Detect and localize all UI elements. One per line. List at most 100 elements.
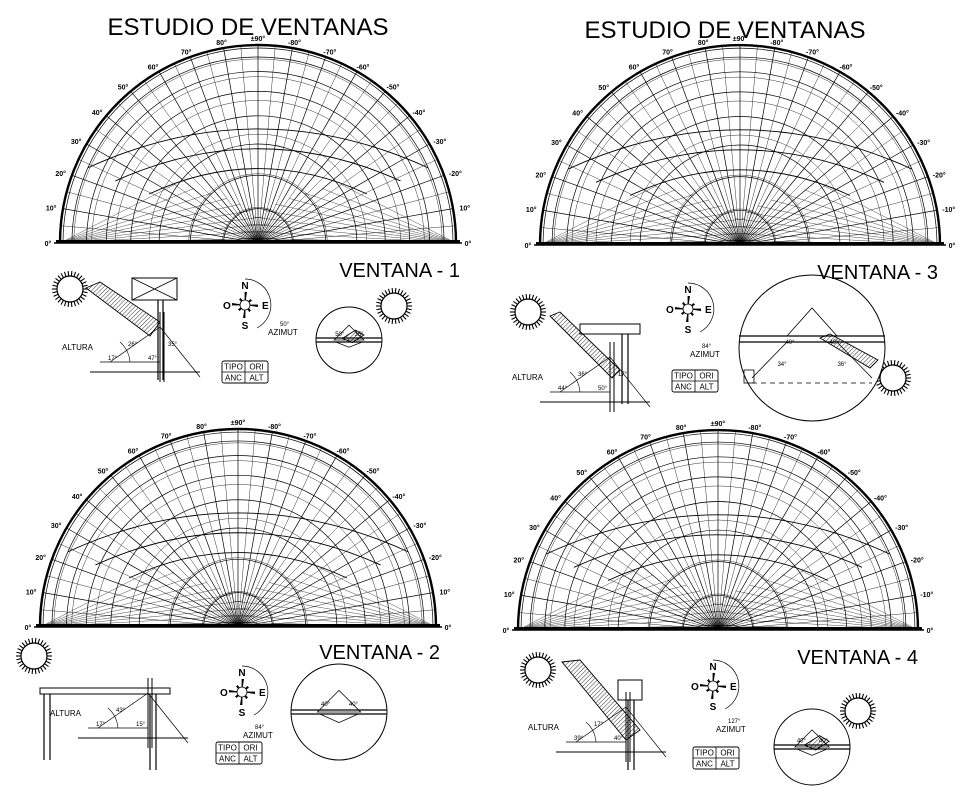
sun-ray (904, 382, 910, 386)
sun-ray (528, 294, 531, 300)
sun-ray (534, 322, 538, 328)
azimut-label: AZIMUT (243, 731, 273, 740)
sun-disc (844, 697, 872, 725)
compass-s: S (242, 321, 249, 332)
sun-ray (528, 324, 531, 330)
altitude-tick-left: 70° (640, 433, 651, 441)
azimuth-line (625, 81, 741, 246)
baseline-bar (36, 624, 440, 627)
altitude-tick-right: 10° (440, 589, 451, 597)
sun-ray (400, 316, 404, 322)
fan-line (735, 590, 919, 631)
azimuth-line (520, 594, 719, 631)
sun-ray (63, 271, 67, 277)
plan-view-circle: 40°40° (290, 663, 388, 761)
compass-point (242, 678, 244, 692)
azimut-value: 84° (255, 725, 265, 731)
altitude-tick-left: 60° (607, 449, 618, 457)
sun-path-curve (87, 128, 429, 169)
sun-ray (893, 390, 896, 396)
compass-point (699, 684, 713, 686)
fan-line (713, 603, 919, 631)
sun-ray (899, 362, 903, 368)
table-cell-ori: ORI (243, 744, 257, 753)
table-cell-alt: ALT (699, 383, 713, 392)
azimuth-line (739, 130, 904, 246)
sun-ray (531, 294, 535, 300)
sun-ray (869, 715, 875, 719)
azimuth-line (95, 129, 259, 244)
altitude-tick-left: 10° (504, 591, 515, 599)
sun-disc (879, 364, 907, 392)
sun-ray (876, 382, 882, 386)
azimuth-line (717, 561, 907, 631)
sun-ray (404, 313, 409, 318)
sun-ray (869, 703, 875, 707)
sun-ray (81, 281, 87, 285)
sun-ray (391, 318, 394, 324)
azimuth-line (257, 129, 421, 244)
sun-ray (44, 663, 49, 668)
compass-e: E (730, 682, 737, 693)
sun-ray (513, 319, 518, 324)
azimuth-line (598, 103, 741, 246)
compass-n: N (709, 662, 716, 673)
sun-ray (397, 318, 401, 324)
sun-path-curve (545, 514, 891, 555)
fan-line (765, 579, 919, 631)
sun-ray (16, 651, 22, 654)
sun-ray (42, 665, 47, 670)
sun-ray (848, 721, 852, 727)
azimuth-line (739, 103, 882, 246)
altitude-tick-left: 0° (45, 240, 52, 248)
sun-ray (878, 385, 883, 390)
azimuth-line (576, 488, 719, 631)
sun-ray (521, 294, 525, 300)
altitude-tick-right: -70° (784, 433, 797, 441)
sun-path-diagram: 0°0°10°-10°20°-20°30°-30°40°-40°50°-50°6… (503, 420, 934, 635)
sun-path-diagram: 0°0°10°10°20°-20°30°-30°40°-40°50°-50°60… (45, 35, 472, 248)
ray-line (575, 706, 627, 743)
azimuth-line (717, 456, 819, 631)
altitude-tick-left: 80° (676, 424, 687, 432)
fan-line (59, 210, 253, 244)
altitude-tick-left: 80° (216, 39, 227, 47)
sun-path-curve (128, 552, 348, 579)
azimuth-line (257, 115, 410, 244)
azimuth-line (739, 45, 758, 246)
sun-ray (848, 695, 852, 701)
azimuth-line (237, 513, 401, 628)
sun-ray (540, 307, 546, 310)
sun-ray (886, 360, 890, 366)
sun-ray (870, 713, 876, 716)
sun-ray (548, 677, 553, 682)
sun-ray (82, 291, 88, 294)
azimuth-line (688, 51, 741, 246)
sun-ray (76, 273, 80, 279)
sun-ray (864, 695, 868, 701)
sun-ray (851, 723, 855, 729)
azimuth-line (237, 475, 366, 628)
azimuth-line (257, 56, 327, 244)
sun-ray (515, 321, 520, 326)
azimuth-line (257, 91, 386, 244)
azimuth-line (739, 209, 938, 246)
sun-ray (549, 662, 555, 666)
altitude-tick-left: 70° (181, 48, 192, 56)
azimuth-line (257, 174, 445, 244)
altitude-tick-left: 10° (26, 589, 37, 597)
altitude-tick-right: -20° (933, 172, 946, 180)
altitude-tick-left: 70° (161, 432, 172, 440)
sun-ray (16, 658, 22, 661)
table-cell-tipo: TIPO (224, 363, 243, 372)
sun-ray (404, 294, 409, 299)
table-cell-anc: ANC (219, 755, 236, 764)
sun-ray (27, 668, 31, 674)
window-label: VENTANA - 1 (339, 260, 460, 282)
altura-label: ALTURA (528, 723, 560, 732)
fan-line (735, 218, 941, 246)
sun-ray (377, 310, 383, 314)
azimut-value: 50° (280, 322, 290, 328)
